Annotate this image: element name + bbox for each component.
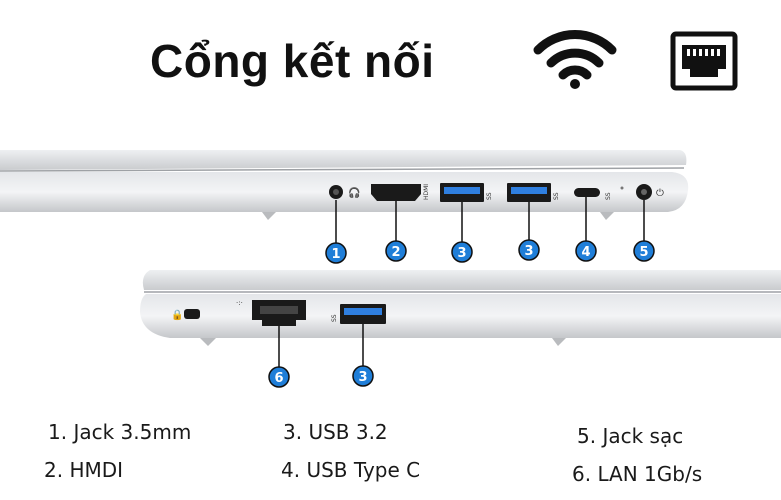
legend-item-hdmi: 2. HMDI [44,458,124,482]
svg-text:3: 3 [457,246,466,261]
svg-text:4: 4 [581,245,590,260]
usb-a-port-3: SS [331,304,386,324]
usb-a-port-1: SS [440,183,493,202]
lan-port: ·:· [236,299,306,326]
svg-text:🔒: 🔒 [171,309,183,321]
audio-jack-port: 🎧 [329,185,360,199]
badge-3a: 3 [451,241,473,263]
badge-3b: 3 [518,239,540,261]
svg-text:🎧: 🎧 [348,186,360,199]
page-title: Cổng kết nối [150,35,435,87]
laptop-left-side: 🔒 ·:· SS [140,270,781,368]
svg-text:1: 1 [331,247,340,262]
security-lock-slot: 🔒 [171,309,200,321]
badge-5: 5 [633,240,655,262]
svg-text:2: 2 [391,245,400,260]
wifi-icon [532,28,618,90]
usb-type-c-port: SS [574,186,624,200]
svg-text:HDMI: HDMI [423,184,430,200]
badge-3c: 3 [352,365,374,387]
svg-text:⏻: ⏻ [656,188,664,199]
svg-text:SS: SS [553,192,560,200]
svg-text:5: 5 [639,245,648,260]
svg-text:SS: SS [331,314,338,322]
legend-item-usb-type-c: 4. USB Type C [281,458,421,482]
svg-text:·:·: ·:· [236,299,243,307]
legend-item-usb: 3. USB 3.2 [283,420,388,444]
legend-item-power-jack: 5. Jack sạc [577,424,684,448]
badge-4: 4 [575,240,597,262]
svg-text:3: 3 [358,370,367,385]
legend-item-audio-jack: 1. Jack 3.5mm [48,420,192,444]
svg-text:6: 6 [274,371,283,386]
badge-2: 2 [385,240,407,262]
usb-a-port-2: SS [507,183,560,202]
svg-text:3: 3 [524,244,533,259]
power-jack-port: ⏻ [636,184,664,200]
svg-text:SS: SS [486,192,493,200]
laptop-right-side: 🎧 HDMI SS SS SS ⏻ [0,150,689,244]
hdmi-port: HDMI [371,184,430,201]
badge-1: 1 [325,242,347,264]
badge-6: 6 [268,366,290,388]
ethernet-lan-icon [670,31,738,91]
svg-text:SS: SS [605,192,612,200]
legend-item-lan: 6. LAN 1Gb/s [572,462,703,486]
